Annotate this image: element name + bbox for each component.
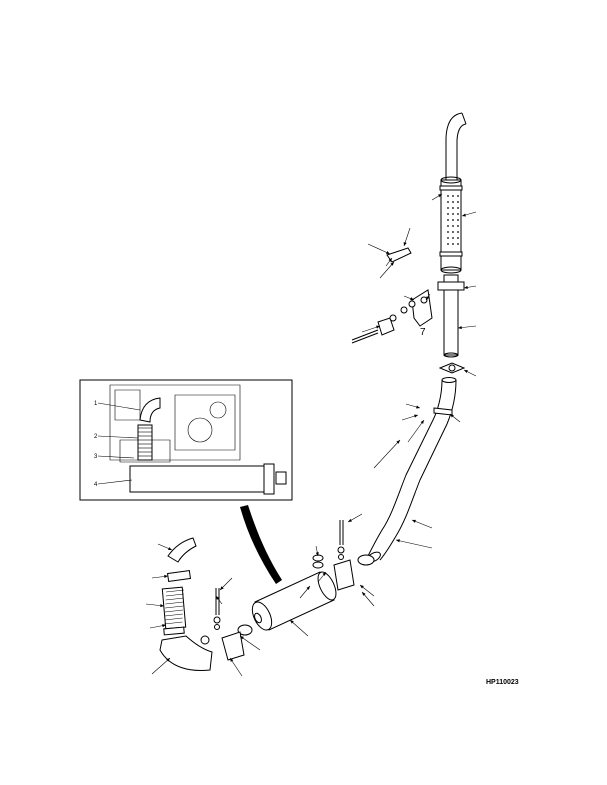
callout-leader bbox=[463, 369, 477, 377]
callout-leader bbox=[157, 543, 173, 551]
detail-pointer-arrow bbox=[240, 505, 282, 584]
svg-text:1: 1 bbox=[94, 401, 98, 407]
right-support-bracket bbox=[333, 520, 355, 591]
callout-leader bbox=[359, 584, 375, 597]
callout-leader bbox=[151, 574, 169, 579]
callout-leader bbox=[299, 585, 311, 599]
svg-text:4: 4 bbox=[94, 482, 98, 488]
callout-leader bbox=[361, 591, 375, 607]
muffler bbox=[237, 554, 337, 636]
callout-leader bbox=[215, 595, 223, 605]
callout-leaders bbox=[145, 193, 477, 677]
upper-bracket-assembly bbox=[351, 247, 433, 344]
callout-leader bbox=[431, 193, 443, 201]
callout-leader bbox=[145, 603, 165, 608]
svg-text:3: 3 bbox=[94, 454, 98, 460]
svg-text:2: 2 bbox=[94, 434, 98, 440]
callout-leader bbox=[289, 619, 309, 637]
callout-leader bbox=[315, 545, 319, 557]
callout-leader bbox=[229, 657, 243, 677]
callout-seven: 7 bbox=[420, 327, 426, 338]
callout-leader bbox=[411, 519, 433, 529]
callout-leader bbox=[405, 403, 421, 409]
intermediate-exhaust-pipe bbox=[357, 377, 457, 566]
flex-pipe-and-elbow bbox=[159, 537, 213, 671]
callout-leader bbox=[347, 513, 363, 523]
drawing-id-label: HP110023 bbox=[486, 679, 519, 686]
left-support-bracket bbox=[200, 588, 245, 661]
callout-leader bbox=[149, 624, 167, 629]
callout-leader bbox=[401, 414, 419, 421]
callout-leader bbox=[463, 285, 477, 289]
callout-leader bbox=[379, 261, 395, 279]
callout-leader bbox=[373, 439, 401, 469]
callout-leader bbox=[449, 413, 461, 423]
callout-leader bbox=[403, 295, 415, 301]
callout-leader bbox=[395, 539, 433, 549]
callout-leader bbox=[385, 257, 393, 267]
exhaust-stack bbox=[437, 112, 467, 374]
callout-leader bbox=[407, 419, 425, 443]
callout-leader bbox=[367, 243, 391, 255]
callout-leader bbox=[151, 657, 171, 675]
callout-leader bbox=[361, 325, 381, 333]
callout-leader bbox=[425, 293, 431, 301]
callout-leader bbox=[219, 577, 233, 591]
callout-leader bbox=[239, 635, 261, 651]
callout-leader bbox=[317, 571, 327, 583]
engine-inset: 1 2 3 4 bbox=[79, 379, 293, 501]
callout-leader bbox=[403, 227, 411, 247]
callout-leader bbox=[461, 211, 477, 217]
callout-leader bbox=[457, 325, 477, 330]
